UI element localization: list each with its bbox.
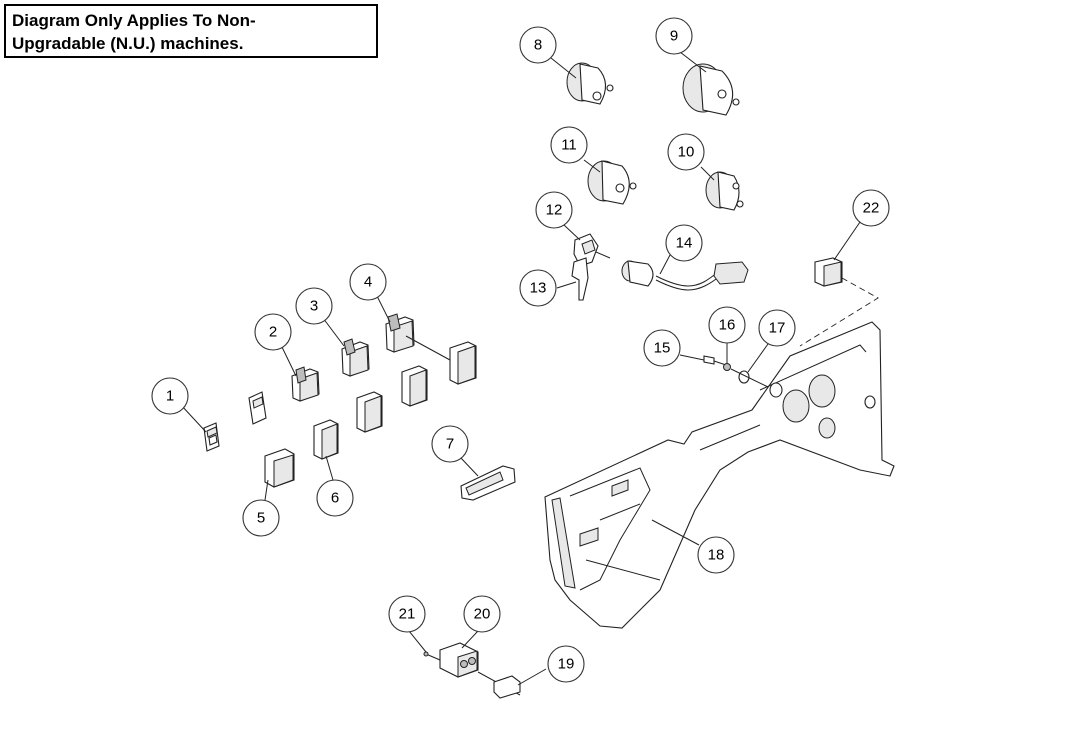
- part-16-washer: [723, 363, 731, 371]
- callout-12: 12: [535, 191, 573, 229]
- callout-21-label: 21: [399, 606, 416, 623]
- callout-15: 15: [643, 329, 681, 367]
- callout-6-label: 6: [331, 490, 339, 507]
- callout-17-label: 17: [769, 320, 786, 337]
- part-9-gauge: [682, 63, 740, 116]
- callout-10: 10: [667, 133, 705, 171]
- callout-12-label: 12: [546, 202, 563, 219]
- part-4-rocker-switch: [385, 313, 415, 353]
- note-line-1: Diagram Only Applies To Non-: [12, 11, 256, 30]
- part-2-rocker-switch: [291, 366, 320, 402]
- callout-16: 16: [708, 306, 746, 344]
- callout-18: 18: [697, 536, 735, 574]
- leader-lines: [180, 51, 861, 686]
- callout-19: 19: [547, 645, 585, 683]
- callout-5-label: 5: [257, 510, 265, 527]
- callout-8-label: 8: [534, 37, 542, 54]
- callout-7-label: 7: [446, 436, 454, 453]
- callout-4: 4: [349, 263, 387, 301]
- part-4-switch-housing: [449, 341, 477, 385]
- callout-5: 5: [242, 499, 280, 537]
- callout-2: 2: [254, 313, 292, 351]
- part-switch-housing-c: [401, 365, 428, 407]
- callout-11-label: 11: [561, 137, 577, 154]
- part-switch-housing-b: [356, 391, 383, 433]
- callout-6: 6: [316, 479, 354, 517]
- part-12-key-switch: [573, 233, 611, 267]
- callout-7: 7: [431, 425, 469, 463]
- callout-3-label: 3: [310, 298, 318, 315]
- callout-4-label: 4: [364, 274, 372, 291]
- callout-2-label: 2: [269, 324, 277, 341]
- callout-14-label: 14: [676, 235, 693, 252]
- part-5-switch-cover: [264, 448, 295, 488]
- callout-10-label: 10: [678, 144, 695, 161]
- callout-9: 9: [655, 17, 693, 55]
- part-21-wire: [423, 651, 441, 661]
- callout-9-label: 9: [670, 28, 678, 45]
- part-8-gauge: [566, 62, 614, 105]
- callout-8: 8: [519, 26, 557, 64]
- part-20-relay: [439, 642, 479, 678]
- part-7-connector: [460, 465, 516, 501]
- part-10-gauge: [705, 171, 744, 211]
- callout-15-label: 15: [654, 340, 671, 357]
- part-14-ignition-harness: [621, 260, 749, 291]
- callout-14: 14: [665, 224, 703, 262]
- part-22-connector: [814, 257, 843, 287]
- part-3-rocker-switch: [341, 338, 370, 377]
- part-1-switch-bezel: [203, 422, 220, 452]
- callout-22-label: 22: [863, 200, 880, 217]
- part-18-dash-panel: [544, 321, 895, 629]
- callout-1-label: 1: [166, 388, 174, 405]
- callout-1: 1: [151, 377, 189, 415]
- callout-13-label: 13: [530, 280, 547, 297]
- callout-3: 3: [295, 287, 333, 325]
- callout-16-label: 16: [719, 317, 736, 334]
- note-line-2: Upgradable (N.U.) machines.: [12, 34, 244, 53]
- callout-17: 17: [758, 309, 796, 347]
- part-11-gauge: [587, 160, 637, 205]
- part-15-screw: [703, 355, 727, 366]
- diagram-note: Diagram Only Applies To Non- Upgradable …: [4, 4, 378, 58]
- callout-18-label: 18: [708, 547, 725, 564]
- part-19-bracket: [477, 671, 521, 699]
- part-switch-bezel-small: [248, 391, 267, 425]
- part-13-key: [571, 257, 589, 301]
- callout-22: 22: [852, 189, 890, 227]
- callout-19-label: 19: [558, 656, 575, 673]
- callout-20: 20: [463, 595, 501, 633]
- part-6-switch-housing: [313, 419, 339, 460]
- callout-11: 11: [550, 126, 588, 164]
- callout-20-label: 20: [474, 606, 491, 623]
- callout-13: 13: [519, 269, 557, 307]
- callout-21: 21: [388, 595, 426, 633]
